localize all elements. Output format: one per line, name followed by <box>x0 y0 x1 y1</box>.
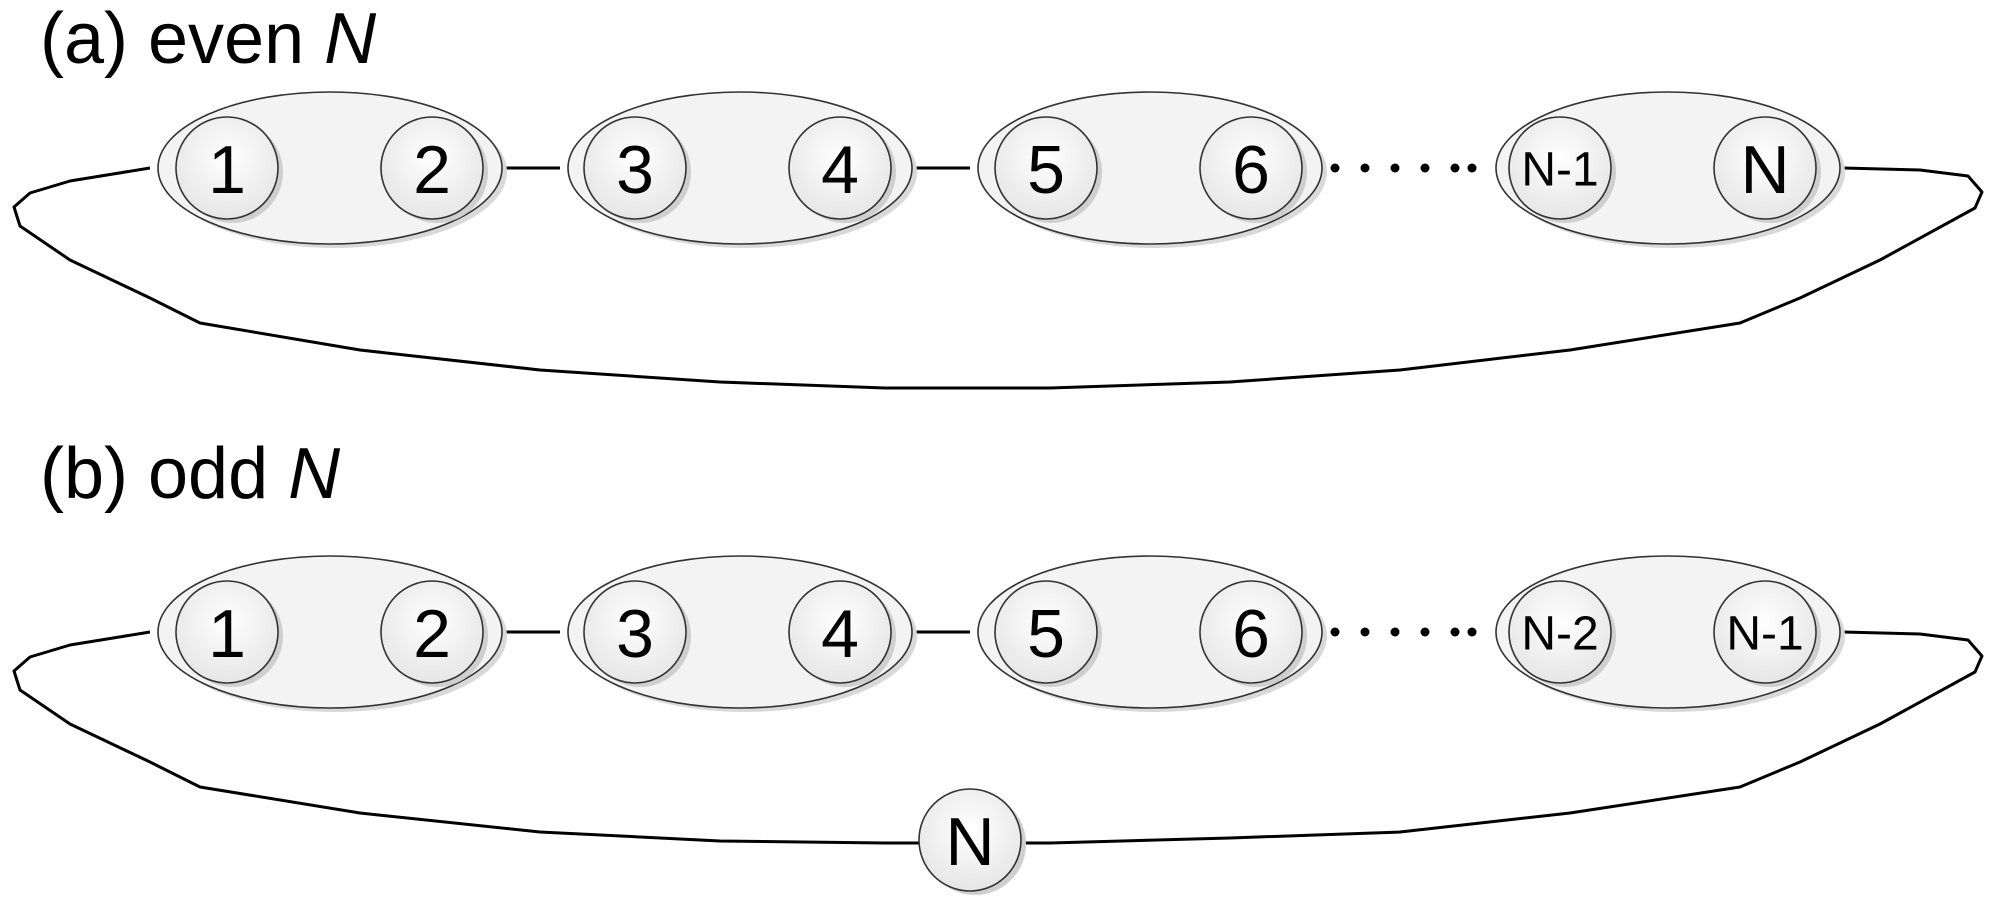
site-node <box>175 116 279 220</box>
site-label: 6 <box>1232 596 1270 672</box>
site-node <box>1713 116 1817 220</box>
unpaired-node: N <box>918 788 1026 895</box>
site-node <box>583 580 687 684</box>
panel-odd: (b) odd N 1 2 <box>12 434 1984 895</box>
site-node <box>380 116 484 220</box>
ellipsis-dots <box>1330 163 1477 173</box>
site-node <box>380 580 484 684</box>
dimer-pair: 5 6 <box>977 555 1327 712</box>
panel-title-odd: (b) odd N <box>40 434 341 514</box>
site-node <box>175 580 279 684</box>
site-label: 1 <box>208 596 246 672</box>
dimer-pair: N-2 N-1 <box>1495 555 1845 712</box>
site-label: 2 <box>413 132 451 208</box>
dimer-pair: 5 6 <box>977 91 1327 248</box>
site-label: N-1 <box>1726 608 1803 661</box>
site-node <box>1199 116 1303 220</box>
site-label: 4 <box>821 132 859 208</box>
site-label: 5 <box>1027 132 1065 208</box>
site-label: 2 <box>413 596 451 672</box>
site-label: N-2 <box>1521 608 1598 661</box>
dimer-pair: 3 4 <box>567 91 917 248</box>
site-node <box>788 580 892 684</box>
site-label: 3 <box>616 132 654 208</box>
site-label: N <box>1740 132 1789 208</box>
dimer-pair: 1 2 <box>157 555 507 712</box>
site-node <box>918 788 1022 892</box>
site-label: N <box>945 804 994 880</box>
site-label: N-1 <box>1521 144 1598 197</box>
site-node <box>994 116 1098 220</box>
site-node <box>788 116 892 220</box>
site-node <box>1508 580 1612 684</box>
site-label: 4 <box>821 596 859 672</box>
dimer-pair: 3 4 <box>567 555 917 712</box>
periodic-boundary-loop <box>12 166 1984 390</box>
site-label: 1 <box>208 132 246 208</box>
site-node <box>994 580 1098 684</box>
dimer-pair: 1 2 <box>157 91 507 248</box>
site-label: 3 <box>616 596 654 672</box>
panel-title-even: (a) even N <box>40 0 377 79</box>
panel-even: (a) even N 1 2 <box>12 0 1984 390</box>
dimer-pair: N-1 N <box>1495 91 1845 248</box>
site-node <box>1199 580 1303 684</box>
site-node <box>1713 580 1817 684</box>
site-node <box>1508 116 1612 220</box>
ellipsis-dots <box>1330 627 1477 637</box>
site-node <box>583 116 687 220</box>
site-label: 6 <box>1232 132 1270 208</box>
site-label: 5 <box>1027 596 1065 672</box>
